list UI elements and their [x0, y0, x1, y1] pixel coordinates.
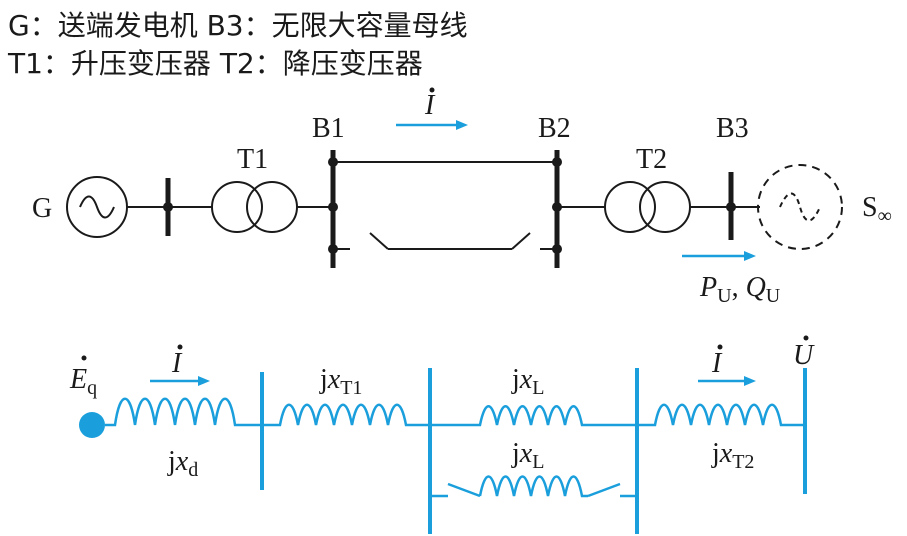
emf-source-node: [79, 412, 105, 438]
svg-text:Eq: Eq: [69, 364, 97, 399]
voltage-label: U: [793, 340, 815, 371]
power-q-label: Q: [746, 272, 766, 303]
emf-label: E: [69, 364, 87, 395]
emf-dot: [81, 355, 87, 361]
current-dot-top: [429, 87, 435, 93]
b3-node: [726, 202, 736, 212]
eq-current-dot-1: [177, 344, 183, 350]
infinite-source-wave-icon: [779, 192, 821, 222]
xt2-sub: T2: [732, 451, 754, 473]
transformer-t2-label: T2: [636, 144, 667, 175]
eq-current-arrow-1-head: [198, 376, 210, 386]
power-p-label: P: [699, 272, 717, 303]
reactance-xl1-coil: [430, 405, 637, 427]
power-q-sub: U: [766, 285, 781, 307]
legend-line-1: G：送端发电机 B3：无限大容量母线: [8, 9, 468, 42]
generator-label: G: [32, 193, 52, 224]
power-arrow-head: [744, 251, 756, 261]
single-line-diagram: G T1 B1 I B2: [32, 87, 892, 307]
transformer-t1-coil-a: [211, 181, 263, 233]
xl1-x: x: [519, 364, 533, 395]
legend-line-2: T1：升压变压器 T2：降压变压器: [8, 47, 423, 80]
current-arrow-top-head: [456, 120, 468, 130]
line-2-switch-right: [511, 232, 531, 250]
xt1-sub: T1: [340, 377, 362, 399]
xl2-j: j: [511, 438, 520, 469]
power-separator: ,: [732, 272, 746, 303]
equivalent-circuit: Eq jxd I jxT1 jxL jx: [69, 335, 815, 534]
xl1-j: j: [511, 364, 520, 395]
emf-sub: q: [87, 377, 97, 399]
bus-b2-label: B2: [538, 113, 571, 144]
svg-text:jxT2: jxT2: [711, 438, 754, 473]
infinite-source-sub: ∞: [878, 205, 892, 227]
eq-current-label-1: I: [171, 348, 183, 379]
gen-bus-node: [163, 202, 173, 212]
b1-node-mid: [328, 202, 338, 212]
current-label-top: I: [424, 90, 436, 121]
b2-node-top: [552, 157, 562, 167]
power-p-sub: U: [717, 285, 732, 307]
xl2-sub: L: [532, 451, 544, 473]
infinite-source-label: S: [862, 192, 878, 223]
xt1-x: x: [327, 364, 341, 395]
transformer-t1-coil-b: [246, 181, 298, 233]
svg-text:PU, QU: PU, QU: [699, 272, 781, 307]
svg-text:jxL: jxL: [511, 438, 544, 473]
generator-wave-icon: [79, 195, 115, 219]
xl2-switch-left: [447, 482, 481, 498]
xd-x: x: [175, 446, 189, 477]
xt1-j: j: [319, 364, 328, 395]
transformer-t2-coil-a: [604, 181, 656, 233]
svg-text:S∞: S∞: [862, 192, 892, 227]
bus-b3-label: B3: [716, 113, 749, 144]
svg-text:jxd: jxd: [167, 446, 198, 481]
voltage-dot: [803, 335, 809, 341]
xl2-switch-right: [587, 482, 621, 498]
infinite-source-symbol: [757, 164, 843, 250]
reactance-xt2-coil: [637, 403, 805, 427]
eq-current-label-2: I: [711, 348, 723, 379]
bus-b1-label: B1: [312, 113, 345, 144]
transformer-t2-coil-b: [639, 181, 691, 233]
xl1-sub: L: [532, 377, 544, 399]
xt2-x: x: [719, 438, 733, 469]
reactance-xd-coil: [105, 397, 262, 427]
xt2-j: j: [711, 438, 720, 469]
eq-current-dot-2: [717, 344, 723, 350]
svg-text:jxL: jxL: [511, 364, 544, 399]
xl2-x: x: [519, 438, 533, 469]
line-2-switch-left: [369, 232, 389, 250]
b2-node-bot: [552, 244, 562, 254]
eq-current-arrow-2-head: [744, 376, 756, 386]
reactance-xt1-coil: [262, 403, 430, 427]
transformer-t1-label: T1: [237, 144, 268, 175]
svg-text:jxT1: jxT1: [319, 364, 362, 399]
xd-j: j: [167, 446, 176, 477]
xd-sub: d: [188, 459, 198, 481]
reactance-xl2-coil: [478, 475, 588, 498]
